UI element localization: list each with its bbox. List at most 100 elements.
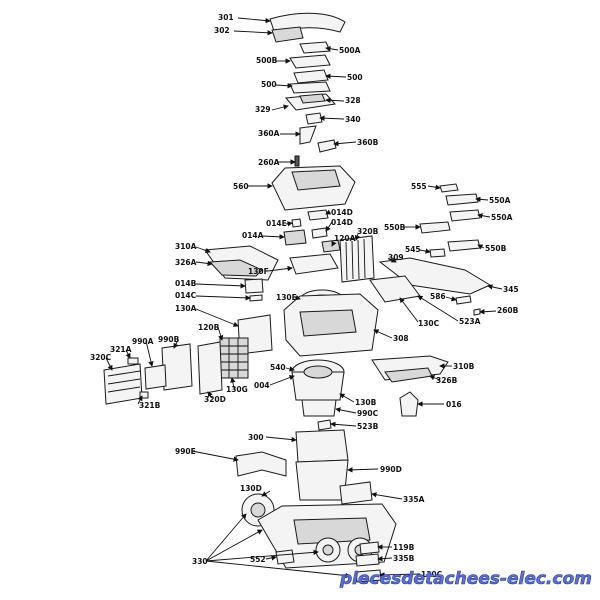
part-500a-pad — [299, 41, 331, 54]
part-119b — [359, 541, 380, 555]
label-550a-1: 550A — [489, 196, 511, 205]
label-130g: 130G — [226, 385, 248, 394]
part-500b-plate — [289, 54, 331, 69]
part-550b-1 — [419, 221, 451, 234]
part-120b-grid-lines — [220, 338, 248, 378]
part-014d-2 — [311, 227, 328, 239]
label-328: 328 — [345, 96, 361, 105]
label-329: 329 — [255, 105, 271, 114]
label-326b: 326B — [436, 376, 458, 385]
watermark-text: piecesdetachees-elec.com — [339, 569, 592, 589]
label-990c: 990C — [357, 409, 379, 418]
part-326a-trim — [208, 259, 263, 277]
label-523b: 523B — [357, 422, 379, 431]
part-335b — [355, 553, 380, 567]
label-014d-2: 014D — [331, 218, 353, 227]
label-014d-1: 014D — [331, 208, 353, 217]
label-300: 300 — [248, 433, 264, 442]
part-labels: 301 302 500A 500B 500 500 328 329 340 36… — [90, 13, 519, 579]
label-990d: 990D — [380, 465, 402, 474]
part-014c — [249, 294, 263, 302]
leader-lines — [105, 17, 503, 579]
label-550b-1: 550B — [384, 223, 406, 232]
part-014d — [307, 209, 329, 221]
part-550a-1 — [445, 193, 479, 206]
label-340: 340 — [345, 115, 361, 124]
label-540: 540 — [270, 363, 286, 372]
label-014e: 014E — [266, 219, 287, 228]
part-330-detail — [293, 517, 371, 545]
part-555 — [439, 183, 459, 193]
part-540-inner — [303, 365, 333, 379]
part-990c-filter — [301, 399, 337, 417]
part-990e-filter — [235, 451, 287, 477]
label-320c: 320C — [90, 353, 112, 362]
label-120a: 120A — [334, 234, 356, 243]
part-320d-frame — [197, 341, 223, 395]
label-130b: 130B — [355, 398, 377, 407]
part-500-plate — [293, 69, 329, 84]
label-500b: 500B — [256, 56, 278, 65]
part-302-insert — [271, 26, 304, 43]
label-310b: 310B — [453, 362, 475, 371]
part-550b-2 — [447, 239, 481, 252]
part-320b-filter — [339, 235, 375, 283]
label-130f: 130F — [248, 267, 269, 276]
part-330-wheel-left-hub — [322, 544, 334, 556]
part-990a-pad — [144, 364, 167, 390]
label-545: 545 — [405, 245, 421, 254]
part-308-detail — [299, 309, 357, 337]
part-260b — [473, 308, 481, 316]
label-120b: 120B — [198, 323, 220, 332]
label-552: 552 — [250, 555, 266, 564]
label-130c-top: 130C — [418, 319, 440, 328]
label-990e: 990E — [175, 447, 196, 456]
label-130a: 130A — [175, 304, 197, 313]
label-016: 016 — [446, 400, 462, 409]
label-320d: 320D — [204, 395, 226, 404]
label-550b-2: 550B — [485, 244, 507, 253]
part-014b — [244, 278, 264, 294]
label-014b: 014B — [175, 279, 197, 288]
label-360b: 360B — [357, 138, 379, 147]
part-300-bin — [295, 429, 349, 463]
label-990b: 990B — [158, 335, 180, 344]
label-260a: 260A — [258, 158, 280, 167]
part-523b — [317, 419, 332, 431]
part-550a-2 — [449, 209, 481, 222]
label-310a: 310A — [175, 242, 197, 251]
part-130f-cover — [289, 253, 339, 275]
label-500-1: 500 — [347, 73, 363, 82]
part-560-detail — [291, 169, 341, 191]
part-260a-pin — [294, 155, 300, 167]
part-990d-bin-bottom — [295, 459, 349, 501]
label-320b: 320B — [357, 227, 379, 236]
part-014a — [283, 229, 307, 246]
part-360b-clip — [317, 139, 337, 153]
part-320c-grille-lines — [107, 370, 141, 393]
label-302: 302 — [214, 26, 230, 35]
label-321a: 321A — [110, 345, 132, 354]
label-523a: 523A — [459, 317, 481, 326]
part-016-cap — [399, 391, 419, 417]
part-545 — [429, 248, 446, 258]
label-119b: 119B — [393, 543, 415, 552]
label-260b: 260B — [497, 306, 519, 315]
part-500-lower — [289, 81, 331, 94]
label-990a: 990A — [132, 337, 154, 346]
label-560: 560 — [233, 182, 249, 191]
label-335b: 335B — [393, 554, 415, 563]
part-340-spring — [305, 112, 323, 125]
part-130c-bottom — [355, 569, 382, 583]
label-014c: 014C — [175, 291, 197, 300]
part-360a-clip — [299, 125, 317, 145]
label-308: 308 — [393, 334, 409, 343]
part-shapes — [103, 12, 492, 583]
label-130e: 130E — [276, 293, 297, 302]
label-004: 004 — [254, 381, 270, 390]
label-309: 309 — [388, 253, 404, 262]
label-500a: 500A — [339, 46, 361, 55]
label-301: 301 — [218, 13, 234, 22]
